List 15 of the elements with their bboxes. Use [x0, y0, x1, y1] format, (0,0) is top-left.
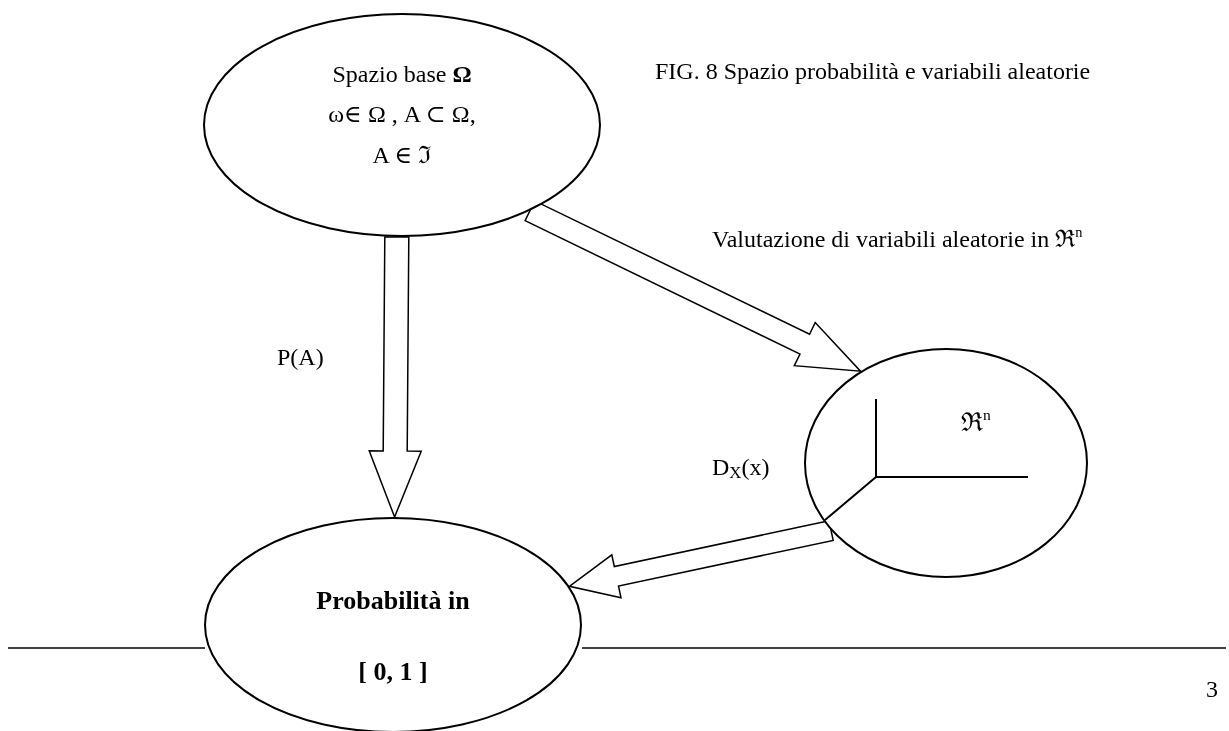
ellipse-node — [804, 348, 1088, 578]
node-text: ω∈ Ω , A ⊂ Ω, — [328, 101, 476, 128]
block-arrow — [368, 236, 423, 520]
ellipse-node — [203, 13, 601, 237]
node-text: Spazio base Ω — [332, 61, 472, 88]
node-text: [ 0, 1 ] — [358, 657, 428, 687]
edge-label: P(A) — [277, 344, 324, 371]
node-text: Probabilità in — [316, 587, 470, 616]
page-number: 3 — [1206, 676, 1218, 703]
edge-label: Valutazione di variabili aleatorie in ℜ$^{n}$ — [712, 226, 1083, 253]
block-arrow — [567, 519, 835, 599]
node-text: ℜ$^{n}$ — [961, 406, 991, 438]
figure-title: FIG. 8 Spazio probabilità e variabili aleatorie — [655, 58, 1091, 85]
node-text: A ∈ ℑ — [372, 141, 432, 169]
edge-label: D$_{X}$(x) — [712, 454, 770, 482]
